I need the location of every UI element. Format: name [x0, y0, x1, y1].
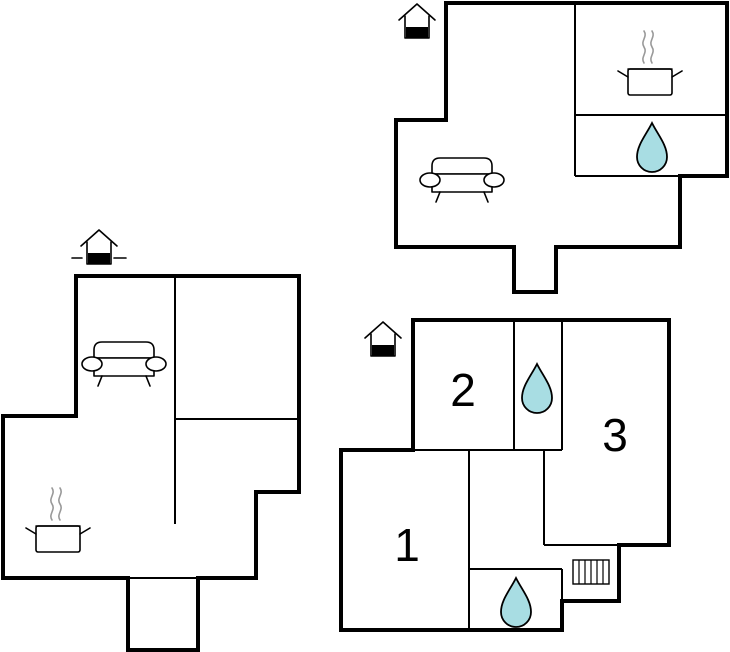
room-label-2: 2	[450, 364, 476, 416]
plan-bottom-right-outline	[339, 318, 671, 632]
plan-left-outline	[1, 274, 301, 652]
sofa-icon	[419, 157, 505, 203]
entrance-icon	[80, 229, 118, 265]
plan-top-right-outline	[394, 1, 729, 294]
water-drop-icon	[500, 577, 532, 628]
entrance-icon	[398, 3, 436, 39]
sofa-icon	[81, 341, 167, 387]
kitchen-pot-icon	[25, 487, 91, 553]
plan-top-right	[394, 1, 729, 294]
room-label-1: 1	[394, 519, 420, 571]
kitchen-pot-icon	[617, 30, 683, 96]
plan-bottom-right: 2 3 1	[339, 318, 671, 632]
water-drop-icon	[521, 363, 553, 414]
entrance-icon	[364, 321, 402, 357]
water-drop-icon	[636, 122, 668, 173]
plan-left	[1, 229, 301, 652]
radiator-icon	[572, 559, 610, 585]
room-label-3: 3	[602, 409, 628, 461]
